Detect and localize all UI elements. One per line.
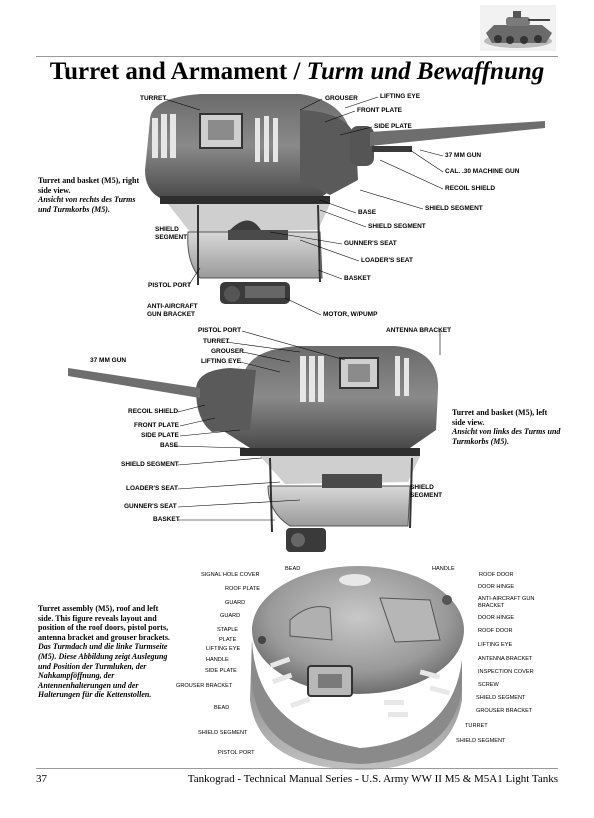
fig2-label-antenna-bracket: ANTENNA BRACKET bbox=[386, 327, 452, 334]
title-italic: Turm und Bewaffnung bbox=[306, 58, 545, 85]
fig3-label-shield-segment-l: SHIELD SEGMENT bbox=[198, 730, 248, 736]
fig2-label-grouser: GROUSER bbox=[211, 348, 244, 355]
fig1-label-gunners-seat: GUNNER'S SEAT bbox=[344, 240, 397, 247]
fig2-caption: Turret and basket (M5), left side view.A… bbox=[452, 408, 562, 446]
header-rule bbox=[36, 56, 558, 57]
fig3-label-grouser-bracket-r: GROUSER BRACKET bbox=[476, 708, 533, 714]
fig3-label-signal-hole-cover: SIGNAL HOLE COVER bbox=[201, 572, 260, 578]
fig3-label-door-hinge2: DOOR HINGE bbox=[478, 615, 515, 621]
fig1-label-recoil-shield: RECOIL SHIELD bbox=[445, 185, 496, 192]
fig1-caption: Turret and basket (M5), right side view.… bbox=[38, 176, 148, 214]
fig3-label-antenna-bracket: ANTENNA BRACKET bbox=[478, 656, 533, 662]
fig1-label-aa-bracket: ANTI-AIRCRAFT GUN BRACKET bbox=[147, 303, 198, 318]
fig2-label-base: BASE bbox=[160, 442, 179, 449]
fig3-label-door-hinge: DOOR HINGE bbox=[478, 584, 515, 590]
title-main: Turret and Armament / bbox=[49, 58, 307, 85]
fig3-label-pistol-port: PISTOL PORT bbox=[218, 750, 255, 756]
footer-series: Tankograd - Technical Manual Series - U.… bbox=[187, 773, 558, 785]
fig1-label-shield-segment-b: SHIELD SEGMENT bbox=[368, 223, 426, 230]
fig1-label-grouser: GROUSER bbox=[325, 95, 358, 102]
fig1-label-turret: TURRET bbox=[140, 95, 167, 102]
fig3-label-plate: PLATE bbox=[219, 637, 237, 643]
fig1-label-side-plate: SIDE PLATE bbox=[374, 123, 412, 130]
fig3-label-shield-segment-b: SHIELD SEGMENT bbox=[456, 738, 506, 744]
fig3-caption: Turret assembly (M5), roof and left side… bbox=[38, 604, 170, 700]
fig3-label-roof-plate: ROOF PLATE bbox=[225, 586, 261, 592]
fig3-label-roof-door2: ROOF DOOR bbox=[478, 628, 513, 634]
fig2-label-shield-segment-r: SHIELD SEGMENT bbox=[410, 484, 443, 499]
fig3-label-lifting-eye-r: LIFTING EYE bbox=[478, 642, 513, 648]
fig3-label-side-plate: SIDE PLATE bbox=[205, 668, 237, 674]
fig1-label-loaders-seat: LOADER'S SEAT bbox=[361, 257, 413, 264]
fig3-label-guard: GUARD bbox=[225, 600, 246, 606]
fig2-label-side-plate: SIDE PLATE bbox=[141, 432, 179, 439]
fig1-caption-de: Ansicht von rechts des Turms und Turmkor… bbox=[38, 195, 136, 214]
fig3-label-guard2: GUARD bbox=[220, 613, 241, 619]
fig3-label-bead: BEAD bbox=[285, 566, 301, 572]
fig3-label-bead-l: BEAD bbox=[214, 705, 230, 711]
fig3-label-grouser-bracket-l: GROUSER BRACKET bbox=[176, 683, 233, 689]
fig1-label-shield-segment: SHIELD SEGMENT bbox=[425, 205, 483, 212]
fig3-label-handle-l: HANDLE bbox=[206, 657, 229, 663]
fig3-caption-de: Das Turmdach und die linke Turmseite (M5… bbox=[38, 642, 168, 700]
fig3-label-aa-bracket: ANTI-AIRCRAFT GUN BRACKET bbox=[478, 596, 535, 609]
fig2-label-gun: 37 MM GUN bbox=[90, 357, 127, 364]
fig2-caption-de: Ansicht von links des Turms und Turmkorb… bbox=[452, 427, 561, 446]
fig3-caption-en: Turret assembly (M5), roof and left side… bbox=[38, 604, 170, 642]
fig1-label-shield-segment-l: SHIELD SEGMENT bbox=[155, 226, 188, 241]
fig1-label-base: BASE bbox=[358, 209, 377, 216]
fig1-label-lifting-eye: LIFTING EYE bbox=[380, 93, 421, 100]
fig2-label-loaders-seat: LOADER'S SEAT bbox=[126, 485, 178, 492]
fig1-label-pistol-port: PISTOL PORT bbox=[148, 282, 192, 289]
fig1-label-front-plate: FRONT PLATE bbox=[357, 107, 403, 114]
fig3-label-handle: HANDLE bbox=[432, 566, 455, 572]
fig1-caption-en: Turret and basket (M5), right side view. bbox=[38, 176, 140, 195]
fig3-label-screw: SCREW bbox=[478, 682, 499, 688]
fig2-caption-en: Turret and basket (M5), left side view. bbox=[452, 408, 548, 427]
fig3-label-lifting-eye: LIFTING EYE bbox=[206, 646, 241, 652]
fig3-label-turret: TURRET bbox=[465, 723, 488, 729]
page-title: Turret and Armament / Turm und Bewaffnun… bbox=[0, 58, 594, 86]
fig2-label-basket: BASKET bbox=[153, 516, 180, 523]
fig1-label-mg: CAL. .30 MACHINE GUN bbox=[445, 168, 520, 175]
fig2-label-gunners-seat: GUNNER'S SEAT bbox=[124, 503, 177, 510]
fig2-label-lifting-eye: LIFTING EYE bbox=[201, 358, 242, 365]
fig1-label-motor: MOTOR, W/PUMP bbox=[323, 311, 378, 318]
tank-thumbnail-image bbox=[480, 5, 556, 51]
fig3-label-roof-door: ROOF DOOR bbox=[479, 572, 514, 578]
fig2-label-recoil-shield: RECOIL SHIELD bbox=[128, 408, 179, 415]
fig1-label-basket: BASKET bbox=[344, 275, 371, 282]
fig3-label-staple: STAPLE bbox=[217, 627, 239, 633]
footer-rule bbox=[36, 768, 558, 769]
page-number: 37 bbox=[36, 773, 47, 785]
fig2-label-shield-segment: SHIELD SEGMENT bbox=[121, 461, 179, 468]
fig2-label-front-plate: FRONT PLATE bbox=[134, 422, 180, 429]
fig2-label-turret: TURRET bbox=[203, 338, 230, 345]
fig2-label-pistol-port: PISTOL PORT bbox=[198, 327, 242, 334]
fig3-label-inspection-cover: INSPECTION COVER bbox=[478, 669, 534, 675]
fig3-label-shield-segment-r: SHIELD SEGMENT bbox=[476, 695, 526, 701]
fig1-label-gun: 37 MM GUN bbox=[445, 152, 482, 159]
